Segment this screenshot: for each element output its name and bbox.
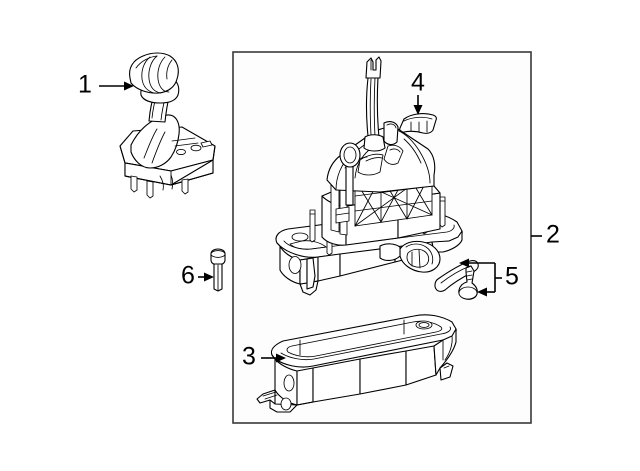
callout-label-6: 6 (181, 262, 195, 290)
part-lock-pin (458, 265, 478, 300)
part-shift-knob-assembly (119, 52, 216, 199)
callout-label-2: 2 (546, 221, 560, 249)
leader-line-3 (261, 353, 286, 363)
part-shift-control-assembly (275, 56, 463, 296)
callout-label-3: 3 (242, 343, 256, 371)
part-mounting-bolt (210, 248, 226, 292)
leader-line-1 (99, 81, 134, 91)
leader-line-5 (459, 258, 502, 297)
part-console-tray (256, 314, 457, 413)
part-retainer-clip (399, 113, 437, 134)
leader-line-4 (413, 95, 423, 115)
callout-label-1: 1 (78, 71, 92, 99)
leader-line-6 (198, 272, 214, 282)
callout-label-4: 4 (411, 69, 425, 97)
callout-label-5: 5 (505, 263, 519, 291)
